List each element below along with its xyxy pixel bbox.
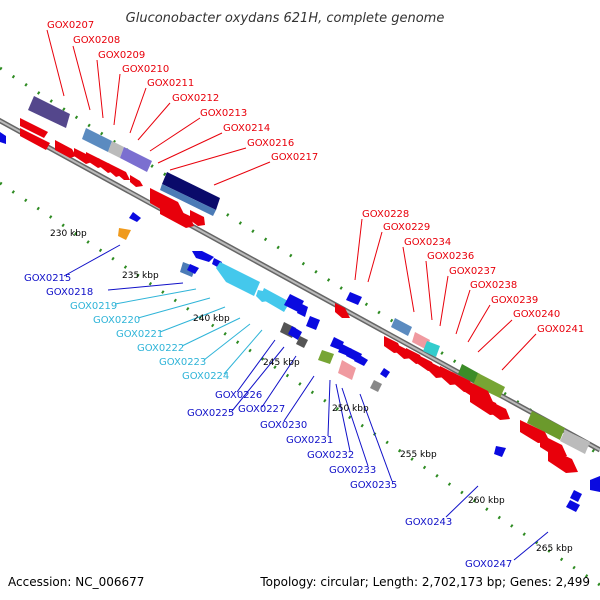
gene-label[interactable]: GOX0223 [159,357,206,368]
reverse-label-leaders [63,244,549,561]
tick-label: 235 kbp [122,271,159,281]
gene-label[interactable]: GOX0218 [46,287,93,298]
gene-label[interactable]: GOX0228 [362,209,409,220]
gene-label[interactable]: GOX0235 [350,480,397,491]
position-ticks: 230 kbp 235 kbp 240 kbp 245 kbp 250 kbp … [50,229,573,554]
gene-label[interactable]: GOX0220 [93,315,140,326]
gene-label[interactable]: GOX0247 [465,559,512,570]
gene-label[interactable]: GOX0226 [215,390,262,401]
gene-label[interactable]: GOX0238 [470,280,517,291]
gene-label[interactable]: GOX0221 [116,329,163,340]
genome-summary-text: Topology: circular; Length: 2,702,173 bp… [259,575,590,589]
tick-label: 245 kbp [263,358,300,368]
tick-label: 230 kbp [50,229,87,239]
accession-text: Accession: NC_006677 [8,575,144,589]
gene-label[interactable]: GOX0230 [260,420,307,431]
gene-label[interactable]: GOX0224 [182,371,229,382]
gene-label[interactable]: GOX0239 [491,295,538,306]
gene-label[interactable]: GOX0213 [200,108,247,119]
gene-label[interactable]: GOX0222 [137,343,184,354]
gene-label[interactable]: GOX0243 [405,517,452,528]
gene-label[interactable]: GOX0214 [223,123,270,134]
gc-skew-track-outer [0,66,600,587]
reverse-gene-arrows [0,132,600,512]
gene-label[interactable]: GOX0219 [70,301,117,312]
gene-label[interactable]: GOX0236 [427,251,474,262]
genome-title: Gluconobacter oxydans 621H, complete gen… [126,11,445,26]
tick-label: 240 kbp [193,314,230,324]
forward-gene-arrows [20,118,578,473]
forward-label-leaders [46,29,537,371]
gene-label[interactable]: GOX0217 [271,152,318,163]
gene-label[interactable]: GOX0240 [513,309,560,320]
gene-label[interactable]: GOX0207 [47,20,94,31]
tick-label: 265 kbp [536,544,573,554]
gene-label[interactable]: GOX0208 [73,35,120,46]
gene-label[interactable]: GOX0215 [24,273,71,284]
gene-label[interactable]: GOX0234 [404,237,451,248]
feature-blocks-outer [28,96,590,454]
tick-label: 260 kbp [468,496,505,506]
gene-label[interactable]: GOX0225 [187,408,234,419]
gene-label[interactable]: GOX0211 [147,78,194,89]
gene-label[interactable]: GOX0229 [383,222,430,233]
forward-gene-labels: GOX0207 GOX0208 GOX0209 GOX0210 GOX0211 … [47,20,584,335]
reverse-gene-labels: GOX0215 GOX0218 GOX0219 GOX0220 GOX0221 … [24,273,512,570]
gene-label[interactable]: GOX0209 [98,50,145,61]
gene-label[interactable]: GOX0232 [307,450,354,461]
gene-label[interactable]: GOX0241 [537,324,584,335]
tick-label: 255 kbp [400,450,437,460]
gene-label[interactable]: GOX0237 [449,266,496,277]
gene-label[interactable]: GOX0227 [238,404,285,415]
tick-label: 250 kbp [332,404,369,414]
gene-label[interactable]: GOX0233 [329,465,376,476]
gene-label[interactable]: GOX0216 [247,138,294,149]
gene-label[interactable]: GOX0231 [286,435,333,446]
gene-label[interactable]: GOX0212 [172,93,219,104]
gene-label[interactable]: GOX0210 [122,64,169,75]
